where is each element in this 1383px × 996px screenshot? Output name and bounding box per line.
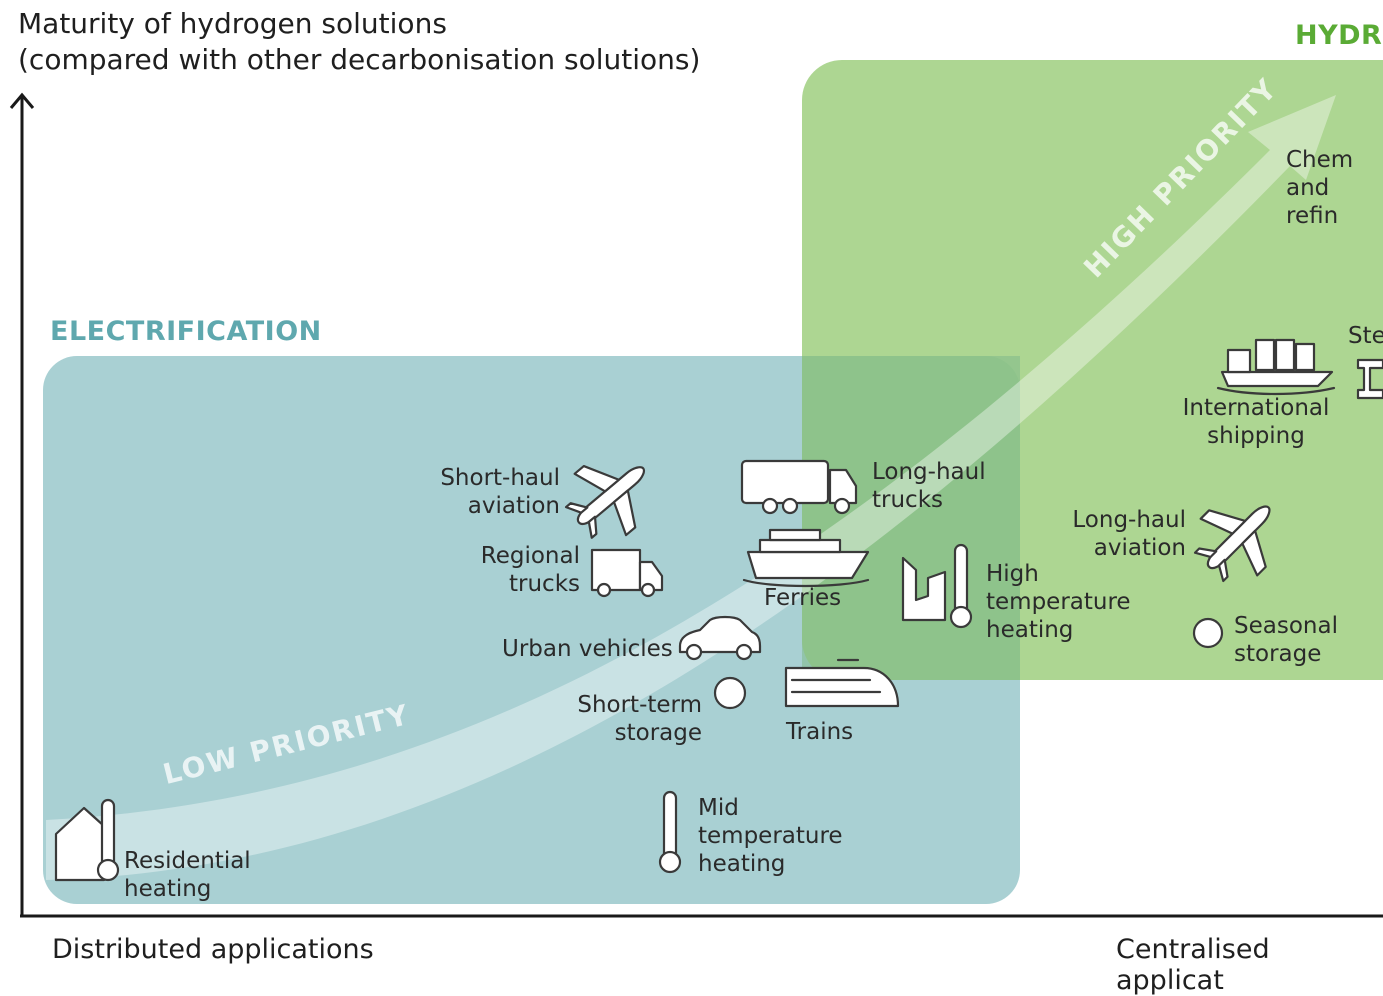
label-steel: Ste	[1348, 323, 1383, 349]
x-axis-right-label: Centralised applicat	[1116, 934, 1270, 996]
label-international-shipping: International shipping	[1182, 395, 1330, 449]
label-ferries: Ferries	[764, 585, 842, 611]
y-axis	[9, 92, 35, 916]
factory-icon	[901, 556, 947, 622]
label-urban-vehicles: Urban vehicles	[502, 636, 673, 662]
label-short-term-storage: Short-term storage	[577, 692, 702, 746]
thermometer-residential-icon	[96, 798, 120, 882]
label-trains: Trains	[786, 719, 854, 745]
seasonal-storage-circle-icon	[1192, 617, 1224, 649]
label-high-temperature-heating: High temperature heating	[986, 561, 1131, 643]
label-residential-heating: Residential heating	[124, 848, 251, 902]
ferry-icon	[742, 528, 870, 588]
label-long-haul-trucks: Long-haul trucks	[872, 459, 986, 513]
ship-icon	[1216, 338, 1336, 396]
label-regional-trucks: Regional trucks	[480, 543, 580, 597]
diagram-canvas	[9, 60, 1383, 918]
electrification-label: ELECTRIFICATION	[50, 316, 322, 347]
x-axis-left-label: Distributed applications	[52, 934, 374, 965]
van-icon	[590, 548, 664, 598]
airplane-long-haul-icon	[1193, 505, 1271, 583]
truck-icon	[740, 459, 858, 515]
airplane-icon	[564, 464, 646, 539]
hydrogen-label: HYDRO	[1295, 20, 1383, 51]
storage-circle-icon	[713, 676, 747, 710]
train-icon	[784, 658, 900, 708]
thermometer-mid-icon	[658, 790, 682, 874]
label-chemicals-refining: Chem and refin	[1286, 147, 1354, 229]
steel-beam-icon	[1356, 358, 1383, 400]
y-axis-title: Maturity of hydrogen solutions (compared…	[18, 7, 701, 76]
label-long-haul-aviation: Long-haul aviation	[1072, 507, 1186, 561]
car-icon	[678, 615, 762, 661]
house-icon	[54, 806, 106, 882]
label-mid-temperature-heating: Mid temperature heating	[698, 795, 843, 877]
label-short-haul-aviation: Short-haul aviation	[440, 465, 560, 519]
thermometer-icon	[949, 543, 973, 629]
label-seasonal-storage: Seasonal storage	[1234, 613, 1338, 667]
